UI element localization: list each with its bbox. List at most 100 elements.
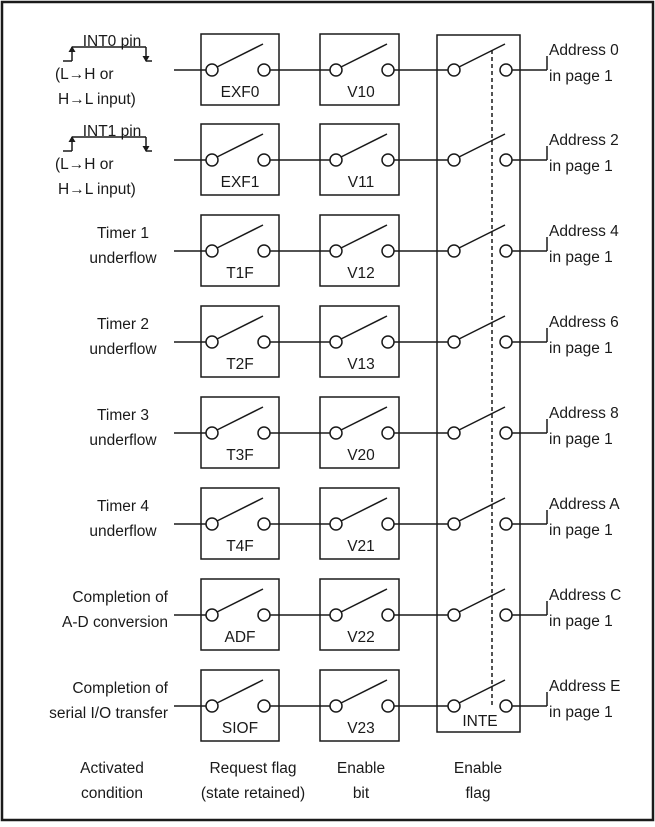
- source-line-2: underflow: [89, 250, 157, 267]
- request-flag-label: T4F: [226, 538, 254, 555]
- enable-flag-switch-lever: [458, 133, 506, 158]
- enable-flag-switch-contact-left: [447, 335, 461, 349]
- caption-enable-flag-2: flag: [466, 785, 491, 802]
- request-flag-switch-contact-right: [257, 244, 271, 258]
- address-line-1: Address 8: [549, 405, 619, 422]
- enable-bit-label: V22: [347, 629, 375, 646]
- source-line-1: Timer 4: [97, 498, 149, 515]
- enable-bit-switch-contact-left: [329, 335, 343, 349]
- enable-bit-switch-lever: [340, 679, 388, 704]
- falling-edge-arrow: [142, 56, 150, 62]
- request-flag-switch-lever: [216, 406, 264, 431]
- enable-flag-switch-contact-left: [447, 244, 461, 258]
- enable-flag-switch-lever: [458, 43, 506, 68]
- source-line-2: serial I/O transfer: [49, 705, 168, 722]
- caption-activated-2: condition: [81, 785, 143, 802]
- caption-request-2: (state retained): [201, 785, 305, 802]
- enable-bit-switch-lever: [340, 43, 388, 68]
- enable-bit-switch-lever: [340, 133, 388, 158]
- enable-bit-label: V11: [348, 174, 374, 191]
- address-line-2: in page 1: [549, 68, 613, 85]
- rising-edge-arrow: [68, 46, 76, 52]
- enable-bit-label: V21: [347, 538, 375, 555]
- enable-flag-switch-contact-left: [447, 699, 461, 713]
- enable-bit-switch-contact-left: [329, 153, 343, 167]
- request-flag-switch-lever: [216, 133, 264, 158]
- pin-name: INT0 pin: [83, 33, 142, 50]
- request-flag-switch-lever: [216, 679, 264, 704]
- source-line-2: A-D conversion: [62, 614, 168, 631]
- source-line-1: Timer 1: [97, 225, 149, 242]
- request-flag-label: ADF: [225, 629, 256, 646]
- enable-bit-switch-contact-left: [329, 63, 343, 77]
- enable-flag-switch-contact-right: [499, 426, 513, 440]
- enable-flag-switch-contact-left: [447, 517, 461, 531]
- enable-bit-label: V10: [347, 84, 375, 101]
- enable-flag-switch-contact-left: [447, 153, 461, 167]
- enable-bit-switch-contact-right: [381, 608, 395, 622]
- request-flag-label: SIOF: [222, 720, 258, 737]
- enable-flag-switch-lever: [458, 679, 506, 704]
- request-flag-label: EXF1: [221, 174, 260, 191]
- enable-flag-switch-lever: [458, 224, 506, 249]
- request-flag-label: EXF0: [221, 84, 260, 101]
- request-flag-switch-contact-left: [205, 335, 219, 349]
- request-flag-switch-contact-left: [205, 608, 219, 622]
- enable-bit-switch-contact-right: [381, 244, 395, 258]
- enable-bit-switch-contact-left: [329, 608, 343, 622]
- enable-flag-switch-contact-left: [447, 608, 461, 622]
- request-flag-label: T2F: [226, 356, 254, 373]
- request-flag-switch-contact-left: [205, 244, 219, 258]
- pin-note-line-1: (L→H or: [55, 66, 114, 83]
- source-line-1: Completion of: [72, 589, 168, 606]
- address-line-2: in page 1: [549, 340, 613, 357]
- address-line-2: in page 1: [549, 431, 613, 448]
- enable-bit-label: V13: [347, 356, 375, 373]
- enable-flag-switch-contact-right: [499, 63, 513, 77]
- request-flag-switch-contact-left: [205, 63, 219, 77]
- request-flag-switch-lever: [216, 315, 264, 340]
- enable-flag-switch-contact-right: [499, 699, 513, 713]
- pin-note-line-2: H→L input): [58, 181, 136, 198]
- address-line-2: in page 1: [549, 613, 613, 630]
- enable-bit-switch-contact-right: [381, 426, 395, 440]
- address-line-2: in page 1: [549, 249, 613, 266]
- enable-flag-switch-lever: [458, 588, 506, 613]
- enable-bit-label: V23: [347, 720, 375, 737]
- caption-activated-1: Activated: [80, 760, 144, 777]
- enable-flag-switch-lever: [458, 406, 506, 431]
- inte-label: INTE: [462, 713, 497, 730]
- enable-bit-label: V20: [347, 447, 375, 464]
- enable-bit-switch-contact-left: [329, 699, 343, 713]
- enable-flag-switch-contact-right: [499, 608, 513, 622]
- pin-name: INT1 pin: [83, 123, 142, 140]
- enable-flag-switch-lever: [458, 315, 506, 340]
- request-flag-switch-contact-right: [257, 699, 271, 713]
- enable-flag-switch-contact-right: [499, 153, 513, 167]
- enable-bit-switch-contact-left: [329, 517, 343, 531]
- request-flag-switch-contact-right: [257, 153, 271, 167]
- enable-bit-switch-lever: [340, 588, 388, 613]
- enable-bit-switch-lever: [340, 315, 388, 340]
- address-line-2: in page 1: [549, 158, 613, 175]
- enable-bit-label: V12: [347, 265, 375, 282]
- request-flag-label: T1F: [226, 265, 254, 282]
- pin-note-line-2: H→L input): [58, 91, 136, 108]
- source-line-1: Timer 2: [97, 316, 149, 333]
- enable-flag-switch-contact-right: [499, 335, 513, 349]
- enable-bit-switch-contact-left: [329, 244, 343, 258]
- caption-enable-bit-1: Enable: [337, 760, 385, 777]
- source-line-1: Completion of: [72, 680, 168, 697]
- request-flag-switch-lever: [216, 497, 264, 522]
- enable-bit-switch-contact-right: [381, 517, 395, 531]
- enable-bit-switch-lever: [340, 497, 388, 522]
- enable-bit-switch-contact-right: [381, 699, 395, 713]
- enable-flag-box: [436, 34, 521, 733]
- enable-bit-switch-contact-right: [381, 153, 395, 167]
- falling-edge-arrow: [142, 146, 150, 152]
- enable-bit-switch-contact-left: [329, 426, 343, 440]
- enable-flag-switch-contact-right: [499, 244, 513, 258]
- enable-flag-switch-contact-left: [447, 63, 461, 77]
- caption-enable-bit-2: bit: [353, 785, 370, 802]
